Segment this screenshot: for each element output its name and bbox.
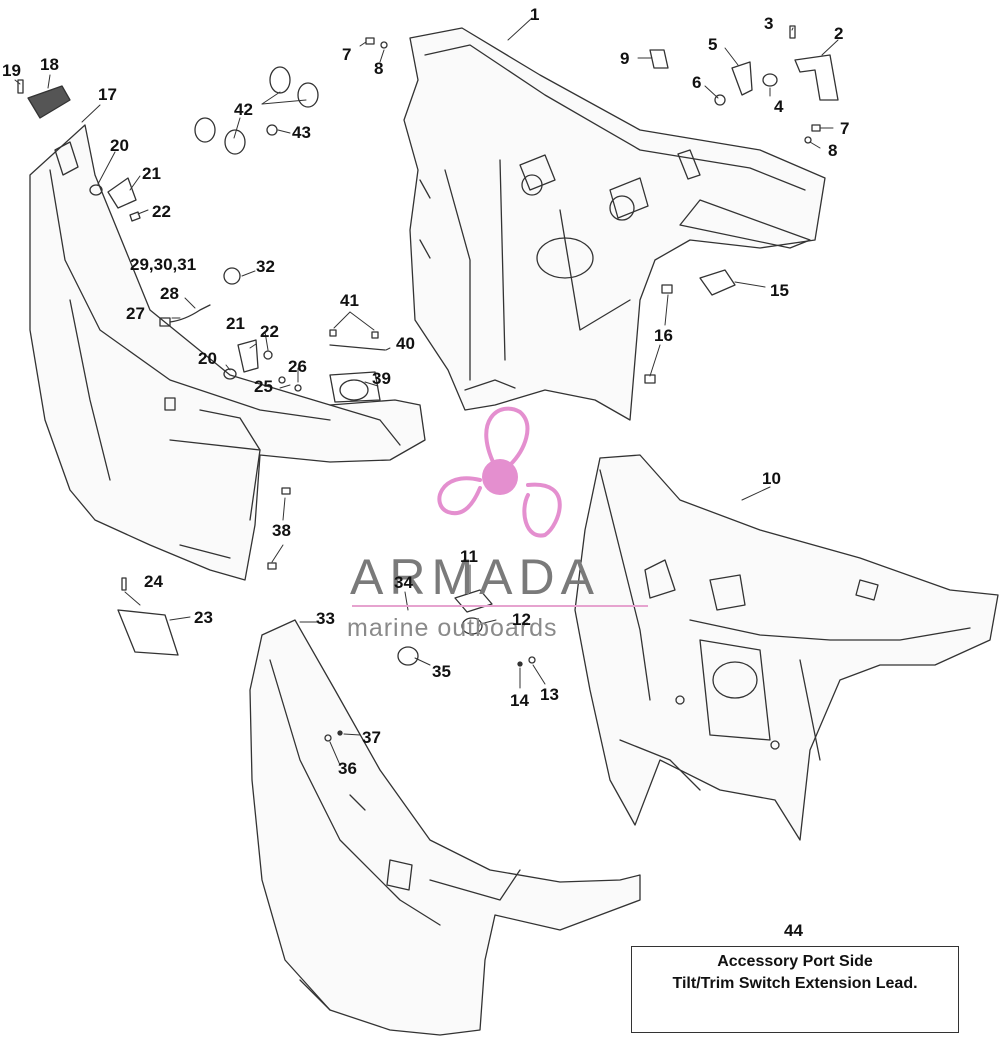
starboard-lower-cowl [29, 124, 426, 581]
callout: 16 [654, 326, 673, 345]
callout: 15 [770, 281, 789, 300]
callout: 12 [512, 610, 531, 629]
callout: 8 [374, 59, 384, 78]
port-lower-cowl [249, 619, 641, 1036]
callout: 10 [762, 469, 781, 488]
legend-line-2: Tilt/Trim Switch Extension Lead. [672, 975, 918, 992]
leader-lines [14, 17, 839, 766]
callout: 22 [260, 322, 279, 341]
callout: 14 [510, 691, 529, 710]
part-44-legend-box: Accessory Port Side Tilt/Trim Switch Ext… [631, 946, 959, 1033]
callout: 1 [530, 5, 540, 24]
callout: 11 [460, 547, 478, 566]
callout: 34 [394, 573, 413, 592]
callout: 25 [254, 377, 273, 396]
callout: 29,30,31 [130, 255, 197, 274]
callout: 20 [110, 136, 129, 155]
callout: 35 [432, 662, 451, 681]
upper-rear-cowl [403, 27, 826, 421]
lower-rear-cowl [574, 454, 999, 841]
callout: 23 [194, 608, 213, 627]
callout: 38 [272, 521, 291, 540]
callout: 17 [98, 85, 117, 104]
watermark-propeller [437, 406, 562, 538]
callout: 27 [126, 304, 145, 323]
watermark-subtitle: marine outboards [347, 614, 558, 642]
callout: 33 [316, 609, 335, 628]
callout: 4 [774, 97, 784, 116]
callout: 20 [198, 349, 217, 368]
hardware-parts [17, 25, 839, 742]
callout: 21 [226, 314, 245, 333]
callout: 26 [288, 357, 307, 376]
callout: 18 [40, 55, 59, 74]
callout: 19 [2, 61, 21, 80]
callout: 43 [292, 123, 311, 142]
callout: 6 [692, 73, 702, 92]
callout: 41 [340, 291, 359, 310]
callout: 7 [840, 119, 850, 138]
callout: 28 [160, 284, 179, 303]
callout: 2 [834, 24, 844, 43]
callout: 42 [234, 100, 253, 119]
callout: 36 [338, 759, 357, 778]
watermark-underline [352, 605, 648, 607]
callout: 39 [372, 369, 391, 388]
callout: 44 [784, 921, 803, 940]
callout: 40 [396, 334, 415, 353]
callout: 24 [144, 572, 163, 591]
watermark-title: ARMADA [350, 549, 600, 605]
callout: 32 [256, 257, 275, 276]
callout: 22 [152, 202, 171, 221]
callout: 13 [540, 685, 559, 704]
callout: 3 [764, 14, 774, 33]
legend-line-1: Accessory Port Side [717, 953, 873, 970]
callout: 37 [362, 728, 381, 747]
callout: 9 [620, 49, 630, 68]
callout: 8 [828, 141, 838, 160]
callout: 5 [708, 35, 718, 54]
callout: 21 [142, 164, 161, 183]
callout: 7 [342, 45, 352, 64]
